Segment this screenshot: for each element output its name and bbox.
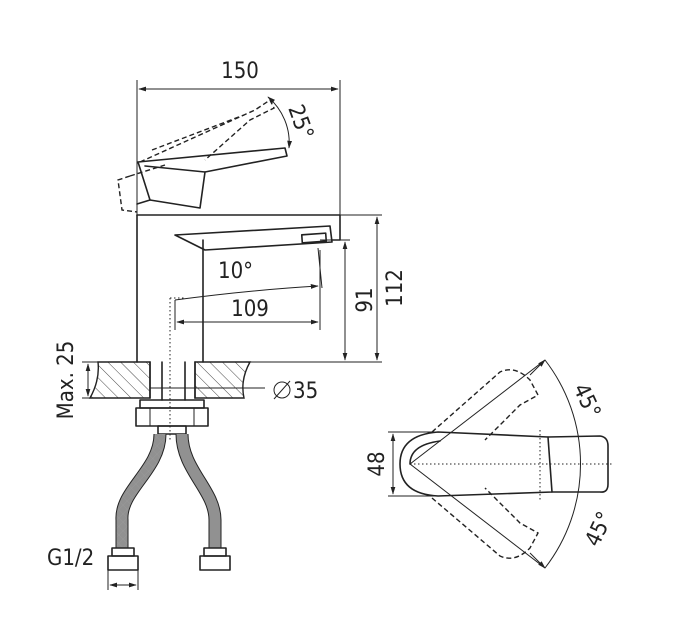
- spout-reach-label: 109: [231, 297, 269, 322]
- flexible-hoses: [107, 433, 231, 571]
- rotation-bottom-label: 45°: [581, 508, 618, 550]
- rotation-arc: [544, 359, 581, 569]
- dimension-overall-height: 112: [250, 214, 408, 363]
- handle-width-label: 48: [365, 451, 390, 476]
- spout-angle-label: 10°: [218, 259, 253, 284]
- dimension-hole-diameter: 35: [150, 379, 318, 404]
- countertop-section: [88, 361, 252, 401]
- overall-height-label: 112: [383, 269, 408, 307]
- thread-size-label: G1/2: [47, 546, 94, 571]
- spout-angle-indicator: 10°: [174, 247, 323, 301]
- overall-width-label: 150: [221, 59, 259, 84]
- diameter-icon: [273, 381, 291, 399]
- faucet-body: [136, 214, 341, 363]
- dimension-counter-thickness: Max. 25: [54, 341, 98, 420]
- mounting-nut: [135, 399, 209, 435]
- side-view: 150 25°: [47, 59, 408, 590]
- top-view: 48 45° 45°: [365, 359, 618, 569]
- dimension-overall-width: 150: [136, 59, 341, 215]
- dimension-spout-reach: 109: [174, 250, 321, 330]
- dimension-thread-size: G1/2: [47, 546, 139, 590]
- lever-handle: [136, 147, 288, 209]
- lever-angle-label: 25°: [282, 102, 317, 144]
- counter-thickness-label: Max. 25: [54, 341, 79, 420]
- lever-angle-indicator: 25°: [267, 96, 318, 149]
- hole-diameter-label: 35: [293, 379, 318, 404]
- dimension-spout-height: 91: [320, 239, 378, 361]
- spout-height-label: 91: [353, 287, 378, 312]
- dimension-handle-width: 48: [365, 431, 436, 497]
